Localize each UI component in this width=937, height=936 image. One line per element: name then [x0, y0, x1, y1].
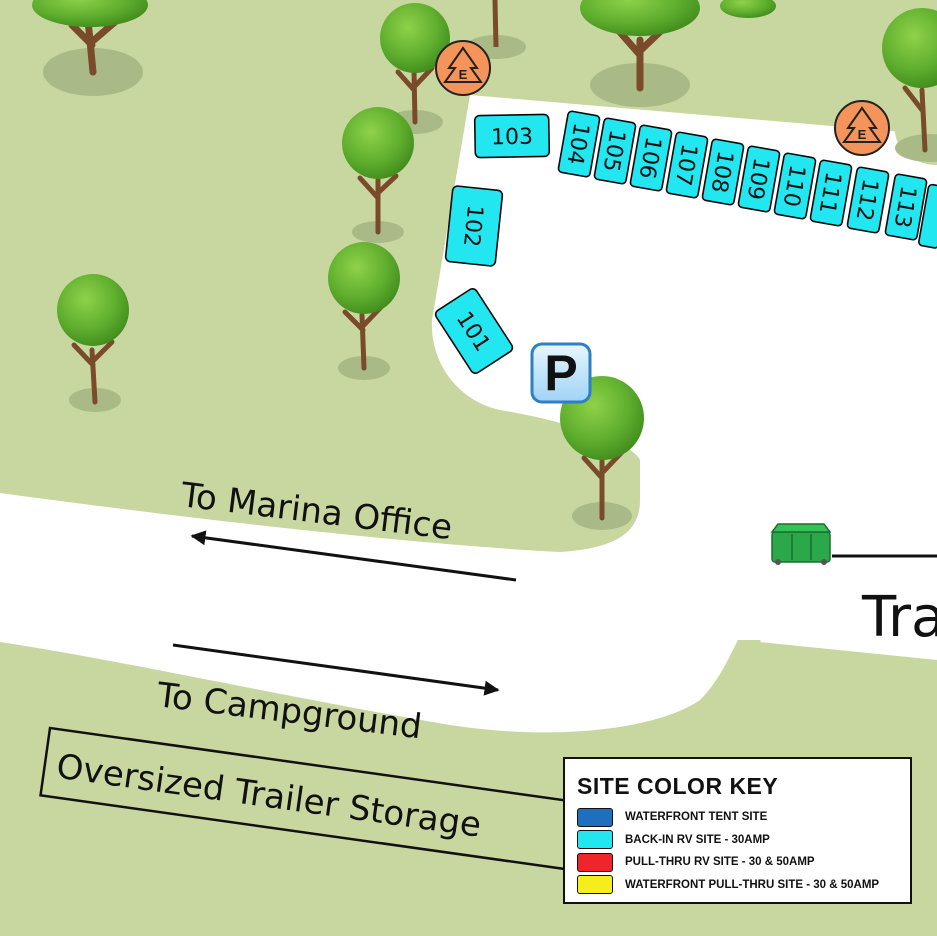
- tree: [720, 0, 776, 18]
- site-label: 102: [458, 204, 487, 248]
- site-label: 103: [491, 125, 533, 151]
- site-103[interactable]: 103: [473, 113, 551, 159]
- site-111[interactable]: 111: [809, 159, 853, 227]
- dumpster-icon: [770, 523, 832, 565]
- site-106[interactable]: 106: [629, 124, 673, 192]
- site-109[interactable]: 109: [737, 145, 781, 213]
- arrow-to-campground: [172, 643, 500, 696]
- site-102[interactable]: 102: [444, 185, 504, 267]
- swatch-pull-thru-rv: [577, 852, 613, 872]
- electric-marker-label: E: [858, 127, 867, 142]
- legend-title: SITE COLOR KEY: [577, 773, 779, 799]
- site-101[interactable]: 101: [434, 287, 515, 375]
- tree: [342, 107, 414, 243]
- swatch-waterfront-pull-thru: [577, 875, 613, 895]
- legend-label: PULL-THRU RV SITE - 30 & 50AMP: [625, 856, 815, 869]
- electric-marker: E: [435, 40, 491, 96]
- tree: [328, 242, 400, 380]
- tree: [580, 0, 700, 107]
- tree: [32, 0, 148, 96]
- legend-label: WATERFRONT PULL-THRU SITE - 30 & 50AMP: [625, 878, 880, 891]
- tree: [57, 274, 129, 412]
- site-107[interactable]: 107: [665, 131, 709, 199]
- legend-item-pull-thru-rv: PULL-THRU RV SITE - 30 & 50AMP: [577, 851, 898, 874]
- site-113[interactable]: 113: [884, 173, 928, 241]
- legend-label: WATERFRONT TENT SITE: [625, 811, 768, 824]
- swatch-waterfront-tent: [577, 807, 613, 827]
- site-color-key: SITE COLOR KEY WATERFRONT TENT SITE BACK…: [563, 757, 912, 904]
- site-105[interactable]: 105: [593, 117, 637, 185]
- arrow-to-marina: [190, 530, 517, 582]
- tree: [882, 8, 937, 162]
- site-110[interactable]: 110: [773, 152, 817, 220]
- site-114-partial[interactable]: [918, 183, 937, 249]
- electric-marker-label: E: [459, 67, 468, 82]
- site-104[interactable]: 104: [557, 110, 601, 178]
- electric-marker: E: [834, 100, 890, 156]
- parking-sign[interactable]: P: [530, 342, 592, 404]
- trail-label-partial: Tra: [861, 585, 937, 650]
- legend-item-waterfront-tent: WATERFRONT TENT SITE: [577, 806, 898, 829]
- legend-item-back-in-rv: BACK-IN RV SITE - 30AMP: [577, 829, 898, 852]
- swatch-back-in-rv: [577, 830, 613, 850]
- parking-sign-label: P: [544, 345, 577, 401]
- legend-item-waterfront-pull-thru: WATERFRONT PULL-THRU SITE - 30 & 50AMP: [577, 874, 898, 897]
- site-112[interactable]: 112: [846, 166, 890, 234]
- legend-label: BACK-IN RV SITE - 30AMP: [625, 833, 770, 846]
- site-108[interactable]: 108: [701, 138, 745, 206]
